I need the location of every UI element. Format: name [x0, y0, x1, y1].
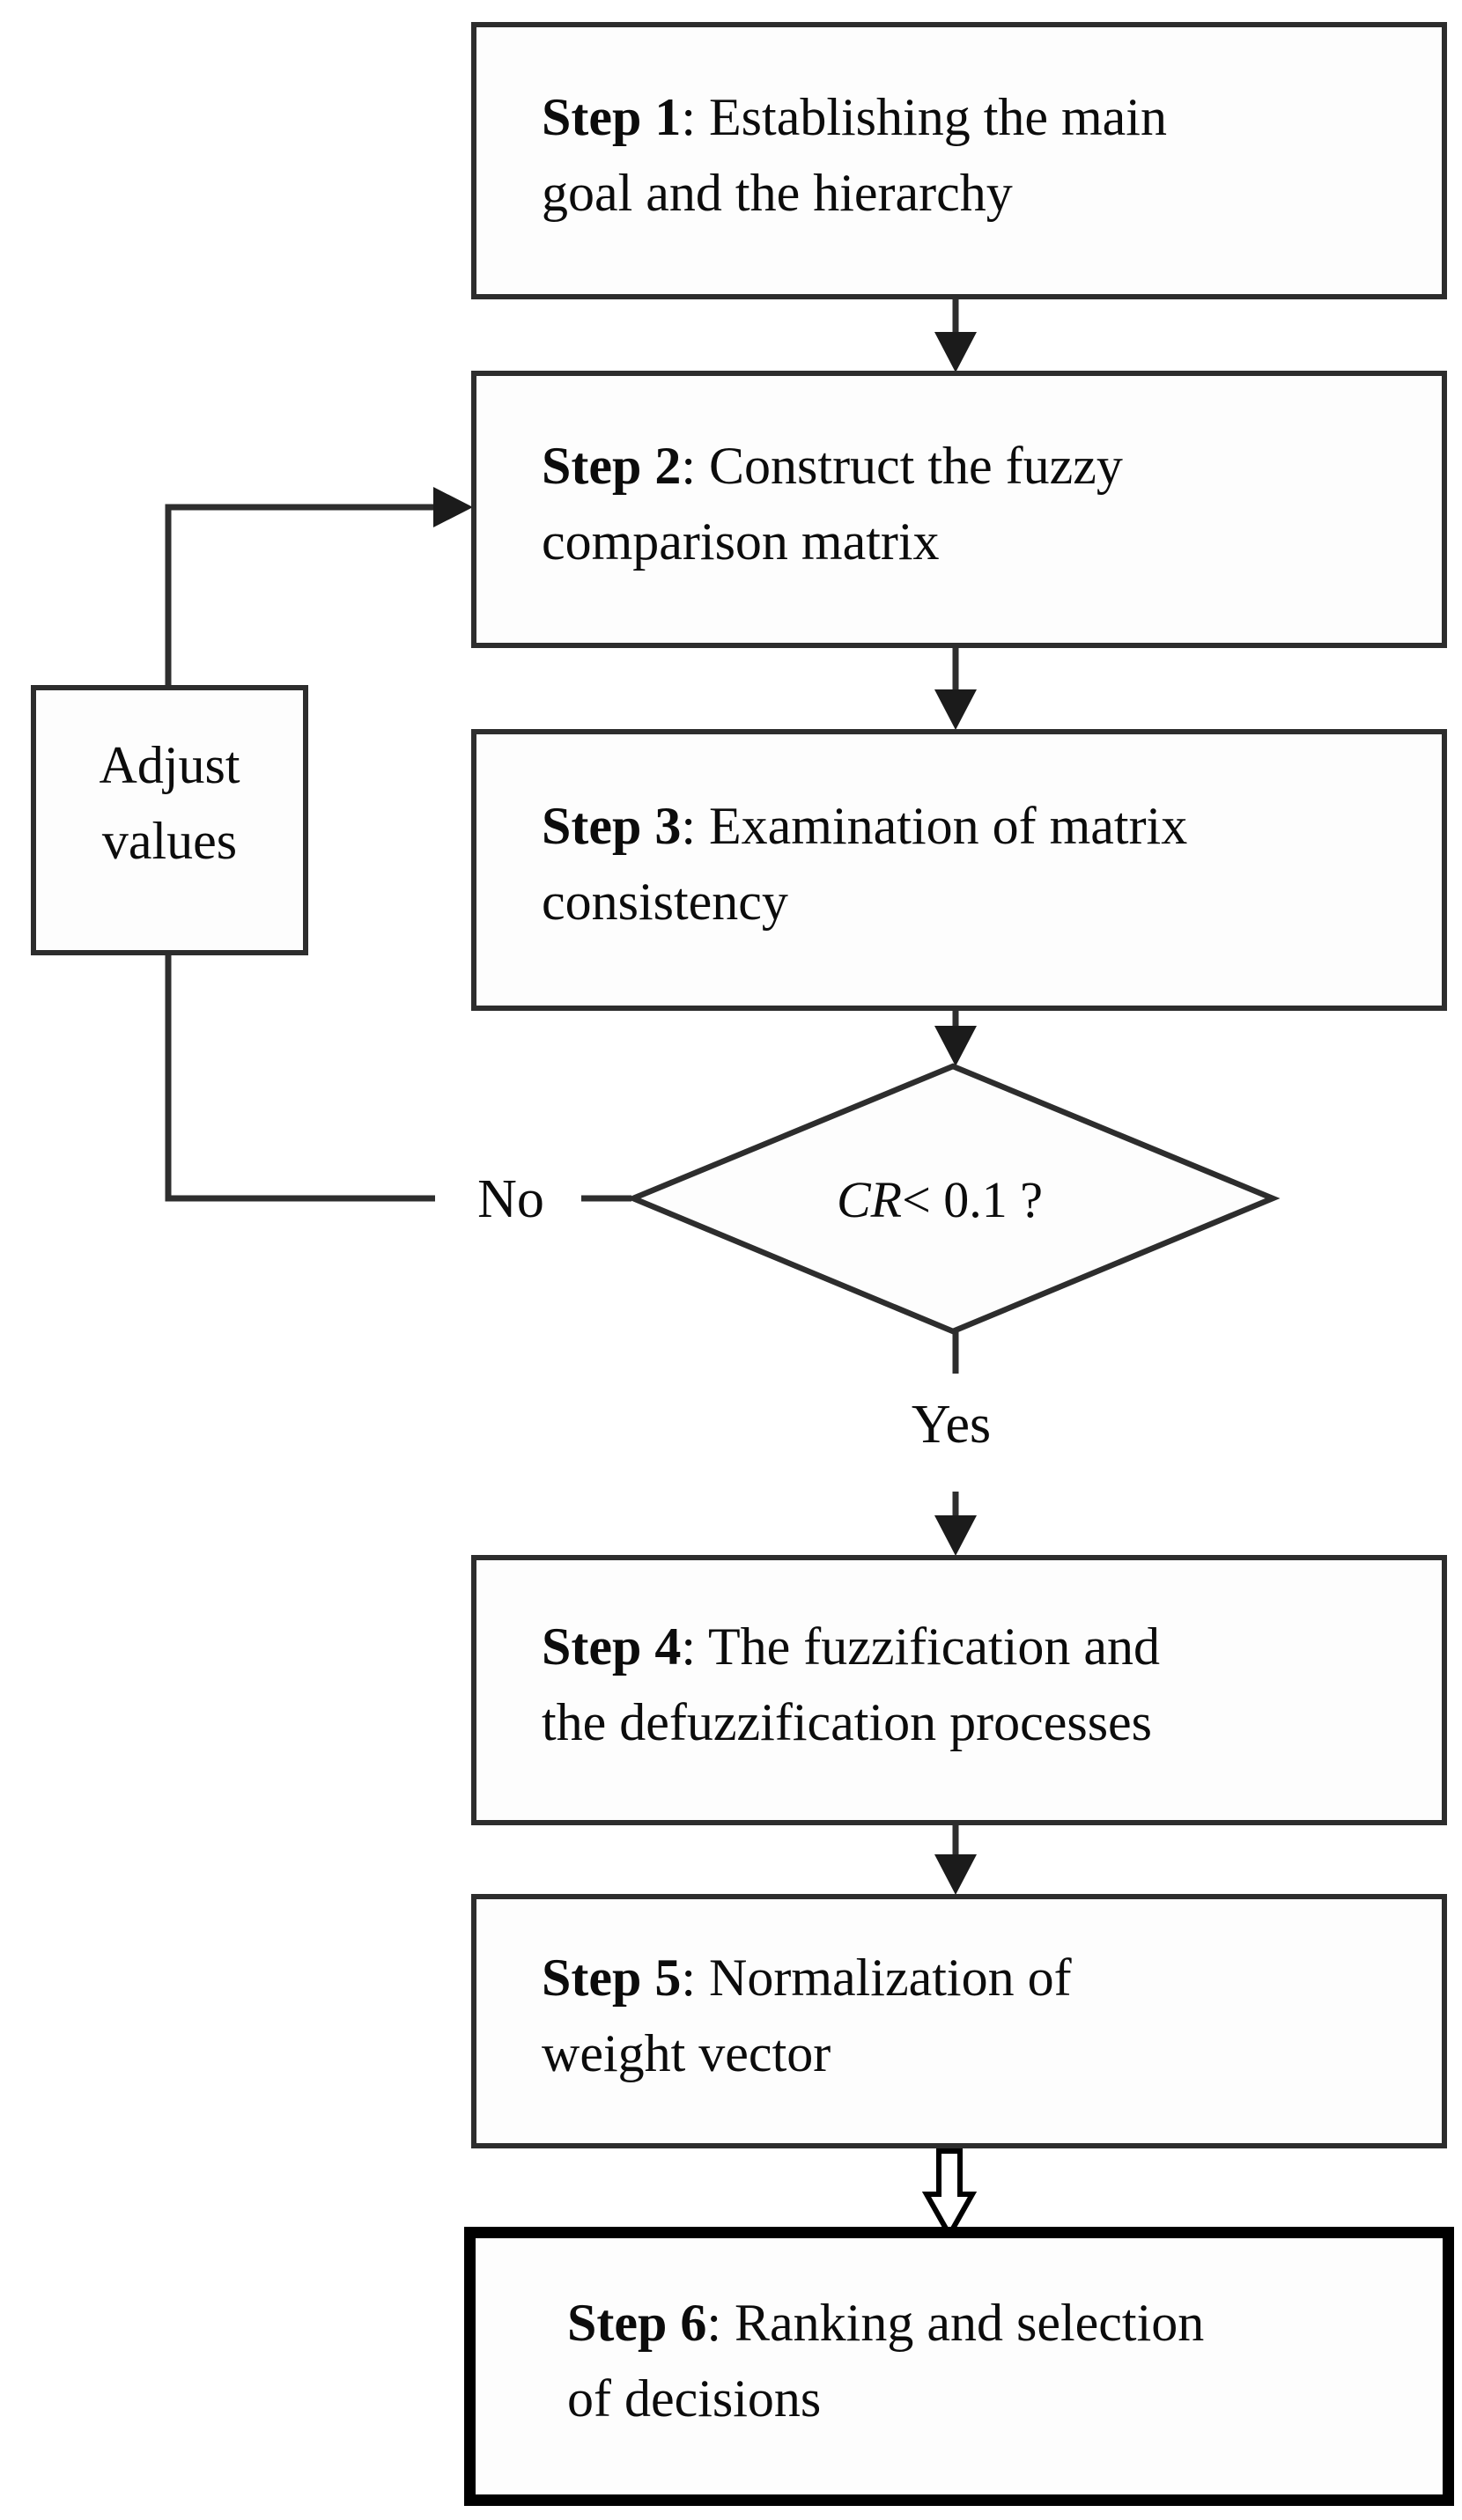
- step-5-line-2: weight vector: [542, 2023, 831, 2082]
- branch-label-yes: Yes: [911, 1395, 992, 1455]
- node-step-1: Step 1: Establishing the main goal and t…: [471, 22, 1447, 299]
- arrowhead-step2: [934, 332, 977, 372]
- step-6-text: : Ranking and selection: [706, 2293, 1205, 2352]
- step-1-line-2: goal and the hierarchy: [542, 163, 1013, 222]
- node-adjust-values: Adjust values: [31, 685, 308, 955]
- connector-no-elbow-up: [165, 955, 435, 1202]
- step-3-line-1: Step 3: Examination of matrix: [542, 788, 1415, 864]
- arrowhead-loop-step2: [433, 487, 473, 527]
- step-4-line-1: Step 4: The fuzzification and: [542, 1609, 1415, 1684]
- step-5-label: Step 5: [542, 1948, 682, 2007]
- arrowhead-step5: [934, 1854, 977, 1895]
- branch-label-no: No: [440, 1169, 581, 1229]
- step-5-line-1: Step 5: Normalization of: [542, 1940, 1415, 2015]
- step-1-text: : Establishing the main: [681, 87, 1167, 146]
- step-5-text: : Normalization of: [681, 1948, 1072, 2007]
- step-6-line-2: of decisions: [567, 2369, 822, 2428]
- step-1-line-1: Step 1: Establishing the main: [542, 79, 1415, 155]
- hollow-arrow-step6: [921, 2148, 978, 2241]
- step-4-text: : The fuzzification and: [681, 1617, 1161, 1676]
- decision-condition: CR < 0.1 ?: [633, 1159, 1273, 1240]
- step-3-text: : Examination of matrix: [681, 797, 1188, 855]
- step-2-line-1: Step 2: Construct the fuzzy: [542, 428, 1415, 504]
- step-6-label: Step 6: [567, 2293, 707, 2352]
- node-step-6: Step 6: Ranking and selection of decisio…: [464, 2227, 1454, 2506]
- node-step-4: Step 4: The fuzzification and the defuzz…: [471, 1555, 1447, 1825]
- step-2-line-2: comparison matrix: [542, 512, 940, 571]
- step-1-label: Step 1: [542, 87, 682, 146]
- step-4-line-2: the defuzzification processes: [542, 1692, 1153, 1751]
- arrowhead-step4: [934, 1515, 977, 1556]
- step-2-label: Step 2: [542, 436, 682, 495]
- step-4-label: Step 4: [542, 1617, 682, 1676]
- node-step-2: Step 2: Construct the fuzzy comparison m…: [471, 371, 1447, 648]
- arrowhead-step3: [934, 689, 977, 730]
- adjust-line-2: values: [101, 811, 238, 870]
- step-2-text: : Construct the fuzzy: [681, 436, 1123, 495]
- decision-variable: CR: [836, 1170, 903, 1228]
- step-6-line-1: Step 6: Ranking and selection: [567, 2285, 1416, 2361]
- node-step-5: Step 5: Normalization of weight vector: [471, 1894, 1447, 2148]
- adjust-line-1: Adjust: [99, 735, 240, 794]
- decision-comparison: < 0.1 ?: [902, 1170, 1044, 1228]
- connector-adjust-step2: [165, 504, 435, 689]
- node-step-3: Step 3: Examination of matrix consistenc…: [471, 729, 1447, 1011]
- step-3-line-2: consistency: [542, 873, 788, 931]
- step-3-label: Step 3: [542, 797, 682, 855]
- arrowhead-decision: [934, 1026, 977, 1066]
